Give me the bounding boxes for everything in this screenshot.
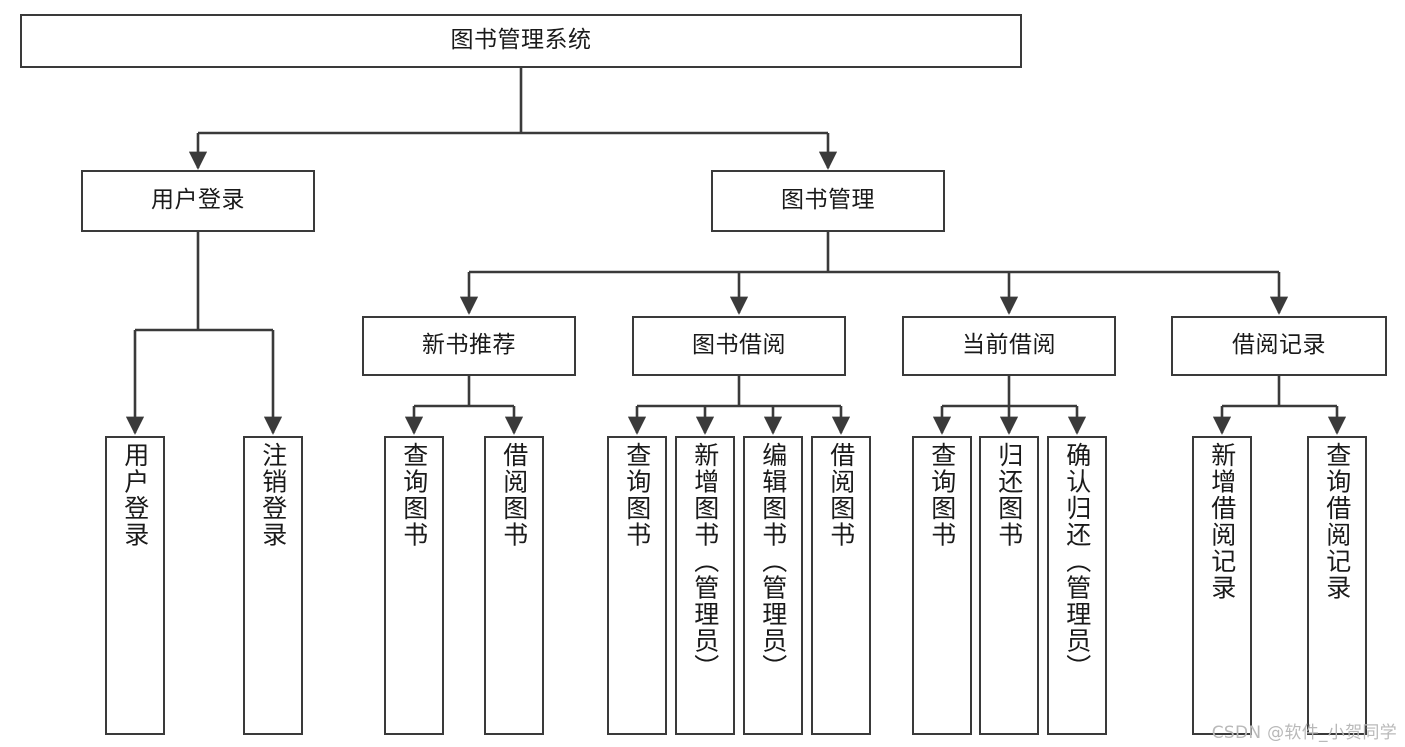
node-label: 图书管理系统 [450,27,592,54]
node-current-borrow[interactable]: 当前借阅 [902,316,1116,376]
node-label: 当前借阅 [962,332,1056,359]
node-leaf-query-borrow-record[interactable]: 查询借阅记录 [1307,436,1367,735]
node-leaf-query-book-current[interactable]: 查询图书 [912,436,972,735]
node-label: 图书管理 [781,187,875,214]
node-borrow-record[interactable]: 借阅记录 [1171,316,1387,376]
node-label: 新增图书（管理员） [690,442,720,681]
node-label: 注销登录 [258,442,288,548]
node-user-login[interactable]: 用户登录 [81,170,315,232]
node-label: 编辑图书（管理员） [758,442,788,681]
node-leaf-borrow-book-recommend[interactable]: 借阅图书 [484,436,544,735]
node-leaf-add-book[interactable]: 新增图书（管理员） [675,436,735,735]
node-leaf-borrow-book[interactable]: 借阅图书 [811,436,871,735]
node-label: 新增借阅记录 [1207,442,1237,601]
node-label: 查询图书 [927,442,957,548]
node-label: 用户登录 [151,187,245,214]
node-label: 图书借阅 [692,332,786,359]
node-book-management[interactable]: 图书管理 [711,170,945,232]
node-leaf-query-book-recommend[interactable]: 查询图书 [384,436,444,735]
node-leaf-query-book-borrow[interactable]: 查询图书 [607,436,667,735]
node-label: 确认归还（管理员） [1062,442,1092,681]
node-leaf-edit-book[interactable]: 编辑图书（管理员） [743,436,803,735]
node-leaf-confirm-return[interactable]: 确认归还（管理员） [1047,436,1107,735]
node-book-borrow[interactable]: 图书借阅 [632,316,846,376]
node-leaf-logout-login[interactable]: 注销登录 [243,436,303,735]
node-leaf-add-borrow-record[interactable]: 新增借阅记录 [1192,436,1252,735]
node-root-book-management-system[interactable]: 图书管理系统 [20,14,1022,68]
node-label: 查询借阅记录 [1322,442,1352,601]
watermark-text: CSDN @软件_小贺同学 [1211,723,1397,743]
node-label: 借阅图书 [826,442,856,548]
node-leaf-return-book[interactable]: 归还图书 [979,436,1039,735]
node-label: 新书推荐 [422,332,516,359]
node-new-book-recommend[interactable]: 新书推荐 [362,316,576,376]
node-label: 归还图书 [994,442,1024,548]
node-label: 查询图书 [399,442,429,548]
node-label: 用户登录 [120,442,150,548]
node-label: 借阅记录 [1232,332,1326,359]
node-leaf-user-login[interactable]: 用户登录 [105,436,165,735]
node-label: 查询图书 [622,442,652,548]
node-label: 借阅图书 [499,442,529,548]
